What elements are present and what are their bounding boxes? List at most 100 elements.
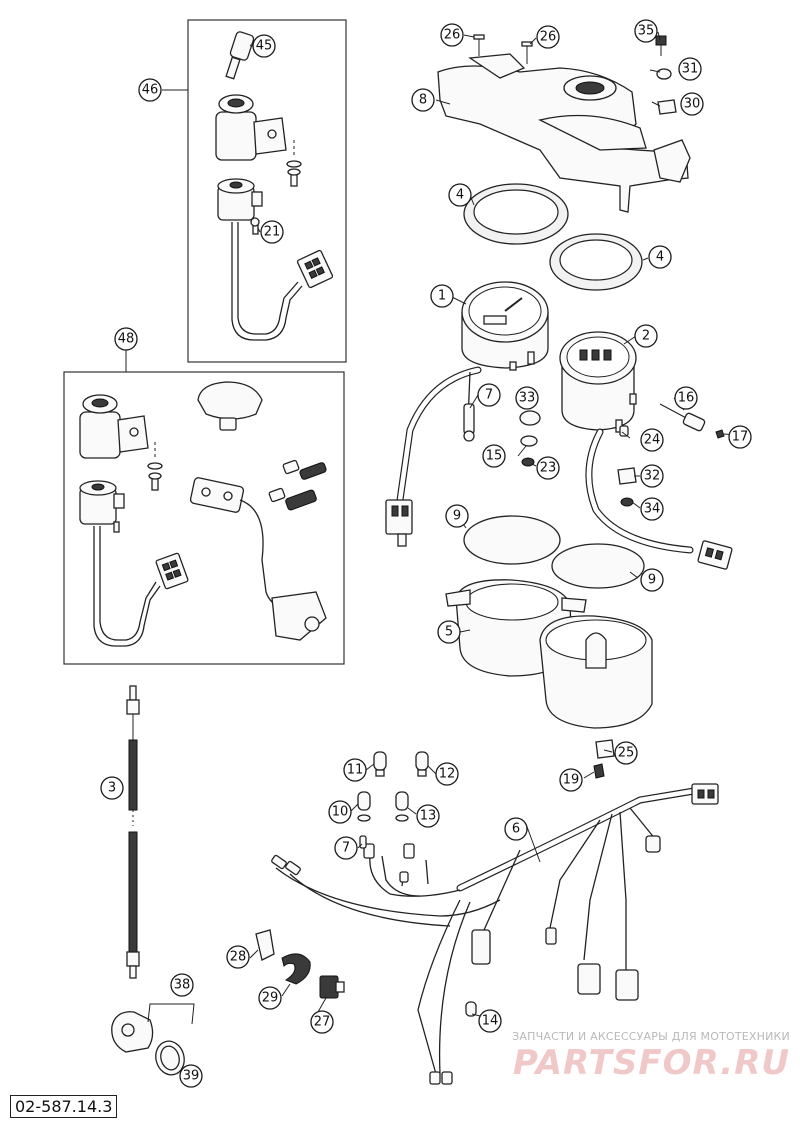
svg-text:21: 21 xyxy=(264,225,281,240)
lock-washer-screw-48 xyxy=(147,442,163,491)
washer-15 xyxy=(520,435,538,447)
callout-33: 33 xyxy=(515,386,539,410)
svg-text:7: 7 xyxy=(485,388,493,403)
bulb-13 xyxy=(395,791,409,822)
ignition-lock-body xyxy=(215,94,287,161)
bracket-28 xyxy=(255,929,275,961)
keys-48 xyxy=(268,459,327,511)
svg-text:48: 48 xyxy=(118,332,135,347)
assembly-box-46 xyxy=(187,19,347,363)
svg-text:38: 38 xyxy=(174,978,191,993)
callout-8: 8 xyxy=(411,88,435,112)
nut-23 xyxy=(521,457,535,467)
svg-text:17: 17 xyxy=(732,430,749,445)
svg-text:2: 2 xyxy=(642,329,650,344)
callout-26a: 26 xyxy=(440,23,464,47)
nut-34 xyxy=(620,497,634,507)
svg-text:19: 19 xyxy=(563,773,580,788)
svg-text:4: 4 xyxy=(456,188,464,203)
bolt-26b xyxy=(521,41,533,64)
grommet-32 xyxy=(617,467,637,485)
svg-text:12: 12 xyxy=(439,767,456,782)
callout-7a: 7 xyxy=(477,383,501,407)
bulb-holder-7a xyxy=(463,403,475,442)
callout-2: 2 xyxy=(634,324,658,348)
speedo-drive xyxy=(111,1003,195,1076)
lock-body-48 xyxy=(79,394,149,459)
svg-text:29: 29 xyxy=(262,991,279,1006)
lock-washer-screw xyxy=(286,140,302,187)
bulb-12 xyxy=(415,751,429,777)
callout-27: 27 xyxy=(310,1010,334,1034)
callout-7b: 7 xyxy=(334,836,358,860)
callout-9b: 9 xyxy=(640,568,664,592)
watermark-logo: PARTSFOR.RU xyxy=(512,1043,790,1083)
svg-text:31: 31 xyxy=(682,62,699,77)
svg-text:23: 23 xyxy=(540,461,557,476)
callout-28: 28 xyxy=(226,945,250,969)
callout-19: 19 xyxy=(559,768,583,792)
callout-38: 38 xyxy=(170,973,194,997)
svg-text:13: 13 xyxy=(420,809,437,824)
svg-text:1: 1 xyxy=(438,289,446,304)
callout-6: 6 xyxy=(504,817,528,841)
nut-31 xyxy=(656,68,672,80)
callout-10: 10 xyxy=(328,800,352,824)
screw-21 xyxy=(250,217,260,235)
svg-text:10: 10 xyxy=(332,805,349,820)
rubber-ring-4a xyxy=(463,183,569,245)
callout-12: 12 xyxy=(435,762,459,786)
bulb-11 xyxy=(373,751,387,777)
wiring-harness xyxy=(271,783,719,1085)
svg-text:25: 25 xyxy=(618,746,635,761)
watermark-caption: ЗАПЧАСТИ И АКСЕССУАРЫ ДЛЯ МОТОТЕХНИКИ xyxy=(512,1030,790,1043)
seal-ring-9b xyxy=(551,543,645,589)
speedo-cable xyxy=(126,685,140,979)
cable-clip-29 xyxy=(281,953,311,985)
ignition-key xyxy=(225,31,262,80)
svg-text:45: 45 xyxy=(256,39,273,54)
grommet-25 xyxy=(595,739,615,759)
callout-29: 29 xyxy=(258,986,282,1010)
svg-text:26: 26 xyxy=(444,28,461,43)
svg-text:26: 26 xyxy=(540,30,557,45)
switch-unit-48 xyxy=(79,480,125,533)
tachometer xyxy=(559,331,637,433)
steering-lock-48 xyxy=(189,477,327,641)
knob-16 xyxy=(659,403,706,432)
svg-text:6: 6 xyxy=(512,822,520,837)
callout-3: 3 xyxy=(100,776,124,800)
callout-24: 24 xyxy=(640,428,664,452)
svg-text:14: 14 xyxy=(482,1014,499,1029)
svg-text:3: 3 xyxy=(108,781,116,796)
svg-text:5: 5 xyxy=(445,625,453,640)
svg-text:7: 7 xyxy=(342,841,350,856)
callout-46: 46 xyxy=(138,78,162,102)
callout-31: 31 xyxy=(678,57,702,81)
callout-32: 32 xyxy=(640,464,664,488)
document-code: 02-587.14.3 xyxy=(10,1095,118,1118)
callout-13: 13 xyxy=(416,804,440,828)
bulb-24 xyxy=(619,425,629,437)
ignition-switch-unit xyxy=(217,178,263,221)
callout-14: 14 xyxy=(478,1009,502,1033)
callout-11: 11 xyxy=(343,758,367,782)
svg-text:15: 15 xyxy=(486,449,503,464)
callout-17: 17 xyxy=(728,425,752,449)
callout-45: 45 xyxy=(252,34,276,58)
callout-25: 25 xyxy=(614,741,638,765)
svg-text:9: 9 xyxy=(648,573,656,588)
screw-19 xyxy=(593,763,605,779)
svg-text:9: 9 xyxy=(453,509,461,524)
svg-text:16: 16 xyxy=(678,391,695,406)
assembly-box-48 xyxy=(63,371,345,665)
svg-text:32: 32 xyxy=(644,469,661,484)
callout-34: 34 xyxy=(640,497,664,521)
svg-text:34: 34 xyxy=(644,502,661,517)
ignition-connector xyxy=(296,249,334,289)
screw-17 xyxy=(715,429,725,439)
callout-21: 21 xyxy=(260,220,284,244)
bulb-14 xyxy=(465,1001,477,1017)
svg-text:30: 30 xyxy=(684,97,701,112)
